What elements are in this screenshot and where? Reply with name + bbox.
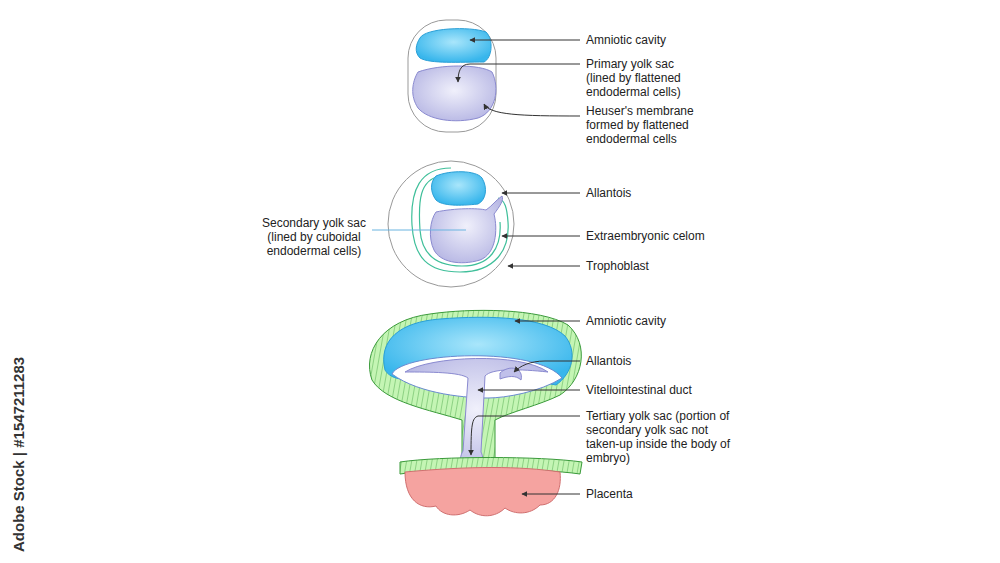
part-label: Vitellointestinal duct [586, 383, 746, 397]
tertiary-stage [369, 310, 582, 515]
part-label: Amniotic cavity [586, 33, 746, 47]
secondary-stage [388, 161, 514, 287]
primary-stage [408, 20, 496, 132]
part-label: Primary yolk sac (lined by flattened end… [586, 57, 698, 99]
part-label: Extraembryonic celom [586, 229, 746, 243]
part-label: Allantois [586, 186, 746, 200]
part-label: Allantois [586, 354, 746, 368]
part-label: Tertiary yolk sac (portion of secondary … [586, 409, 736, 465]
part-label: Secondary yolk sac (lined by cuboidal en… [258, 216, 370, 258]
part-label: Amniotic cavity [586, 314, 746, 328]
part-label: Placenta [586, 487, 746, 501]
part-label: Trophoblast [586, 259, 746, 273]
watermark: Adobe Stock | #1547211283 [12, 357, 26, 552]
part-label: Heuser's membrane formed by flattened en… [586, 104, 701, 146]
leader-lines [372, 40, 580, 494]
